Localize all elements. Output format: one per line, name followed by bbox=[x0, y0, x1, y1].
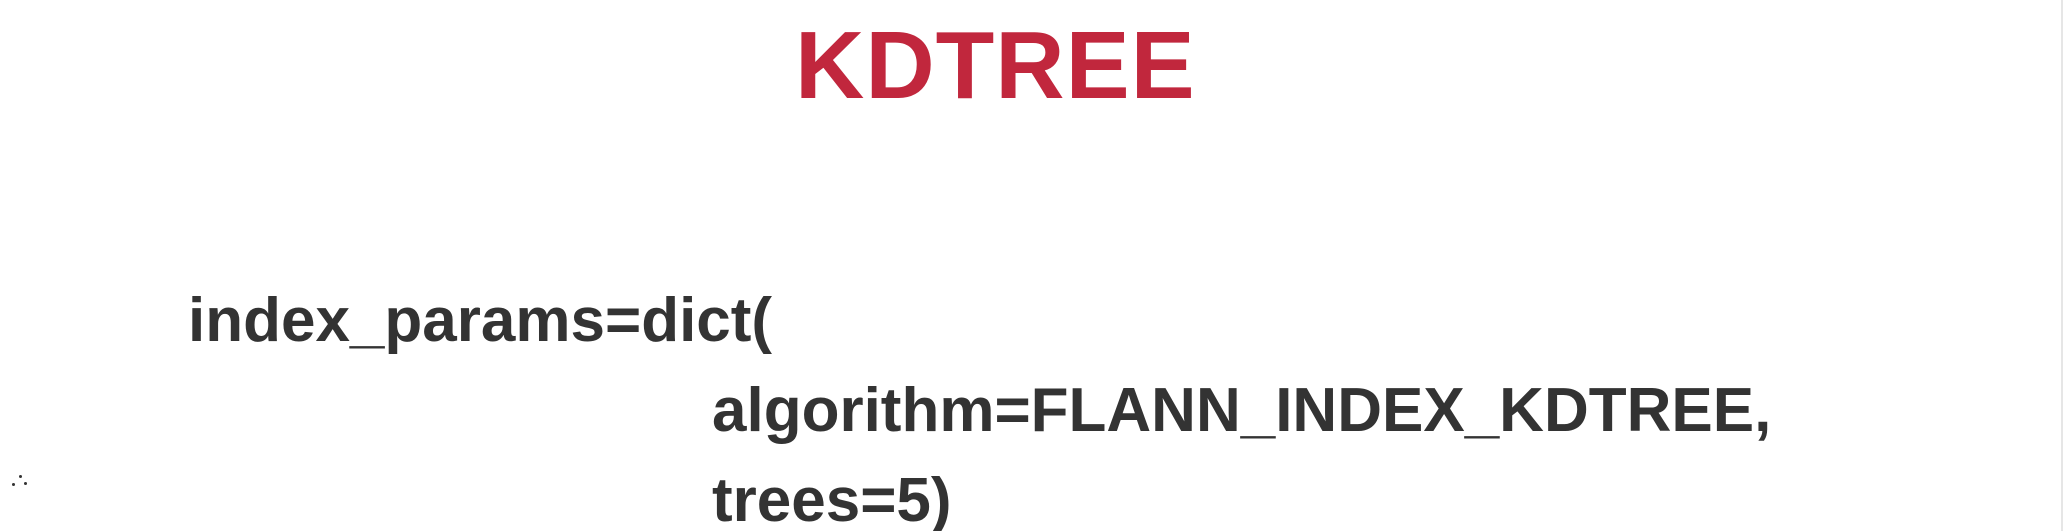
dot bbox=[12, 483, 15, 486]
slide-edge-divider bbox=[2061, 0, 2063, 531]
dot bbox=[24, 482, 27, 485]
code-line-trees: trees=5) bbox=[712, 466, 952, 531]
dot bbox=[19, 475, 22, 478]
code-line-algorithm: algorithm=FLANN_INDEX_KDTREE, bbox=[712, 376, 1772, 445]
decorative-dots bbox=[10, 475, 30, 491]
code-line-index-params: index_params=dict( bbox=[188, 286, 773, 355]
slide-title: KDTREE bbox=[795, 12, 1196, 119]
